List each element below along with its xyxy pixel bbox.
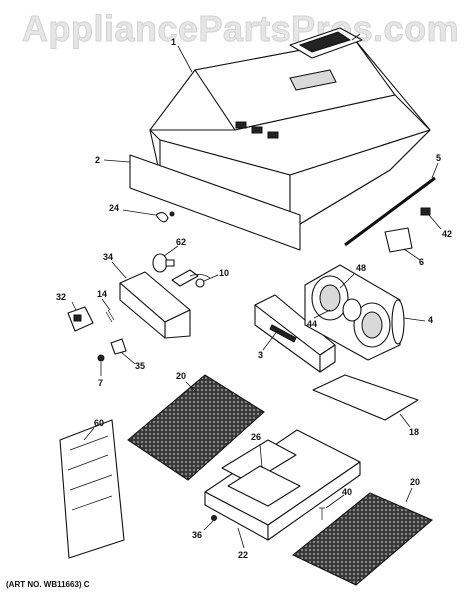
callout-18: 18 xyxy=(409,427,420,437)
front-trim-strip xyxy=(129,154,301,251)
housing-opening xyxy=(289,69,337,91)
callout-7: 7 xyxy=(98,378,104,388)
leader-lines xyxy=(71,33,442,549)
callout-6: 6 xyxy=(419,257,425,267)
filter-frame xyxy=(312,374,419,421)
clip-part xyxy=(420,207,431,216)
callout-20b: 20 xyxy=(410,477,421,487)
callout-35: 35 xyxy=(135,361,146,371)
callout-2: 2 xyxy=(95,155,101,165)
housing-vent xyxy=(235,121,247,129)
inner-panel xyxy=(221,439,301,507)
housing-vent xyxy=(251,126,263,134)
housing-vent xyxy=(267,131,279,139)
grease-filter-lower xyxy=(291,492,434,586)
grease-filter-upper xyxy=(127,374,265,481)
callout-62: 62 xyxy=(176,237,187,247)
callout-32: 32 xyxy=(56,292,67,302)
hood-housing xyxy=(149,39,431,231)
callout-22: 22 xyxy=(238,550,249,560)
callout-1: 1 xyxy=(171,37,177,47)
switch-part xyxy=(67,306,94,332)
socket-part xyxy=(155,211,175,223)
callout-48: 48 xyxy=(356,263,367,273)
callout-10: 10 xyxy=(219,268,230,278)
callout-3: 3 xyxy=(258,350,264,360)
terminal-part xyxy=(110,338,127,355)
art-number: (ART NO. WB11663) C xyxy=(6,580,90,589)
callout-34: 34 xyxy=(103,252,114,262)
callout-40: 40 xyxy=(342,487,353,497)
screw-part xyxy=(105,309,115,323)
light-bracket xyxy=(119,271,191,339)
callout-36: 36 xyxy=(192,530,203,540)
lamp-socket xyxy=(171,269,211,288)
callout-4: 4 xyxy=(428,315,434,325)
callout-24: 24 xyxy=(109,203,120,213)
callout-44: 44 xyxy=(307,319,318,329)
light-rod xyxy=(344,176,436,247)
callout-5: 5 xyxy=(436,153,442,163)
damper-plate xyxy=(289,27,363,59)
callout-14: 14 xyxy=(97,289,108,299)
blower-assembly xyxy=(304,264,405,361)
callout-20a: 20 xyxy=(176,371,187,381)
callout-60: 60 xyxy=(94,418,105,428)
filter-bag xyxy=(59,419,125,559)
watermark: AppliancePartsPros.com xyxy=(21,8,460,50)
screw-36 xyxy=(211,515,217,521)
screw-40 xyxy=(319,507,325,520)
light-lens xyxy=(384,227,413,253)
nut-part xyxy=(97,354,105,362)
light-bulb xyxy=(152,253,175,273)
fan-bracket xyxy=(254,294,336,373)
callout-26: 26 xyxy=(251,432,262,442)
callout-42: 42 xyxy=(442,229,453,239)
